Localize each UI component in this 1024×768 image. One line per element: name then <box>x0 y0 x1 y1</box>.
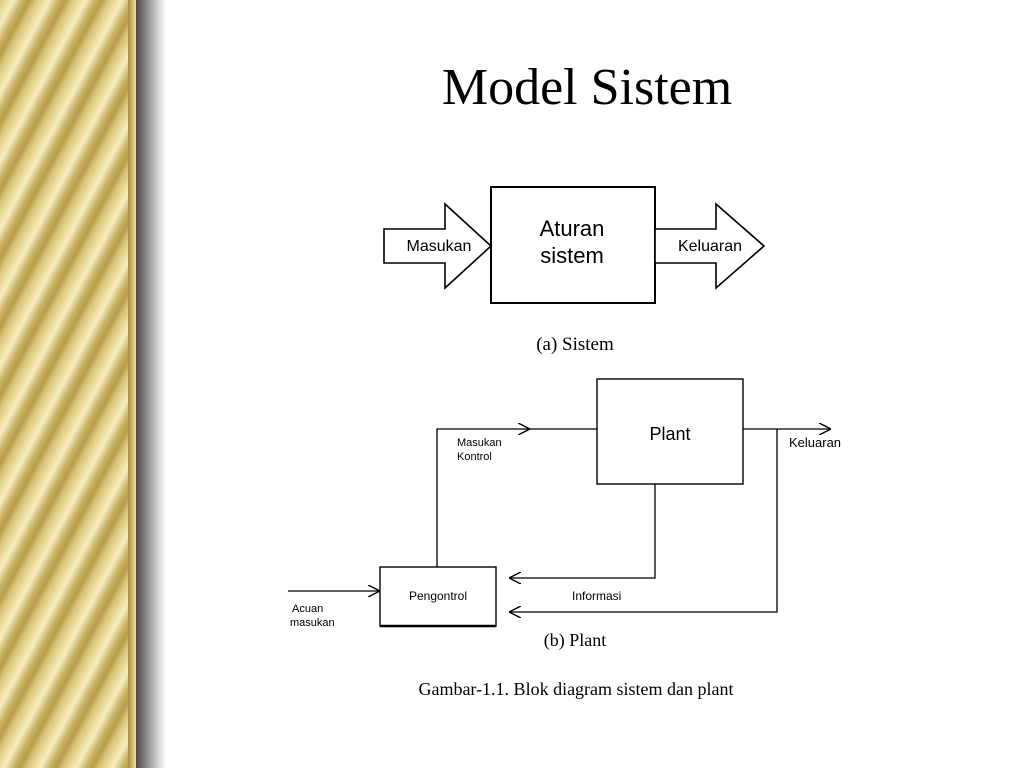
information-label: Informasi <box>572 589 621 603</box>
system-rules-box <box>490 186 656 304</box>
input-arrow <box>383 202 493 290</box>
slide-title: Model Sistem <box>441 59 733 116</box>
control-input-label-line1: Masukan <box>457 437 502 449</box>
information-feedback-path <box>509 484 656 578</box>
input-label: Masukan <box>407 238 472 255</box>
diagram-b-plant: Plant Pengontrol Masukan Kontrol Keluara… <box>288 378 841 651</box>
system-rules-label-line2: sistem <box>540 243 604 268</box>
controller-label: Pengontrol <box>409 589 467 603</box>
plant-output-label: Keluaran <box>789 435 841 450</box>
decorative-sidebar <box>0 0 136 768</box>
reference-input-label-line1: Acuan <box>292 603 323 615</box>
caption-b: (b) Plant <box>544 630 607 651</box>
sidebar-shadow <box>136 0 166 768</box>
output-label: Keluaran <box>678 238 742 255</box>
figure-caption: Gambar-1.1. Blok diagram sistem dan plan… <box>418 679 733 699</box>
system-rules-label-line1: Aturan <box>540 216 605 241</box>
control-input-label-line2: Kontrol <box>457 451 492 463</box>
control-input-path <box>436 429 530 567</box>
output-feedback-path <box>509 429 778 612</box>
plant-label: Plant <box>649 424 690 444</box>
plant-box <box>596 378 744 485</box>
diagram-a-system: Masukan Aturan sistem Keluaran (a) Siste… <box>383 186 766 355</box>
reference-input-label-line2: masukan <box>290 617 335 629</box>
output-arrow <box>654 202 766 290</box>
caption-a: (a) Sistem <box>536 334 614 355</box>
